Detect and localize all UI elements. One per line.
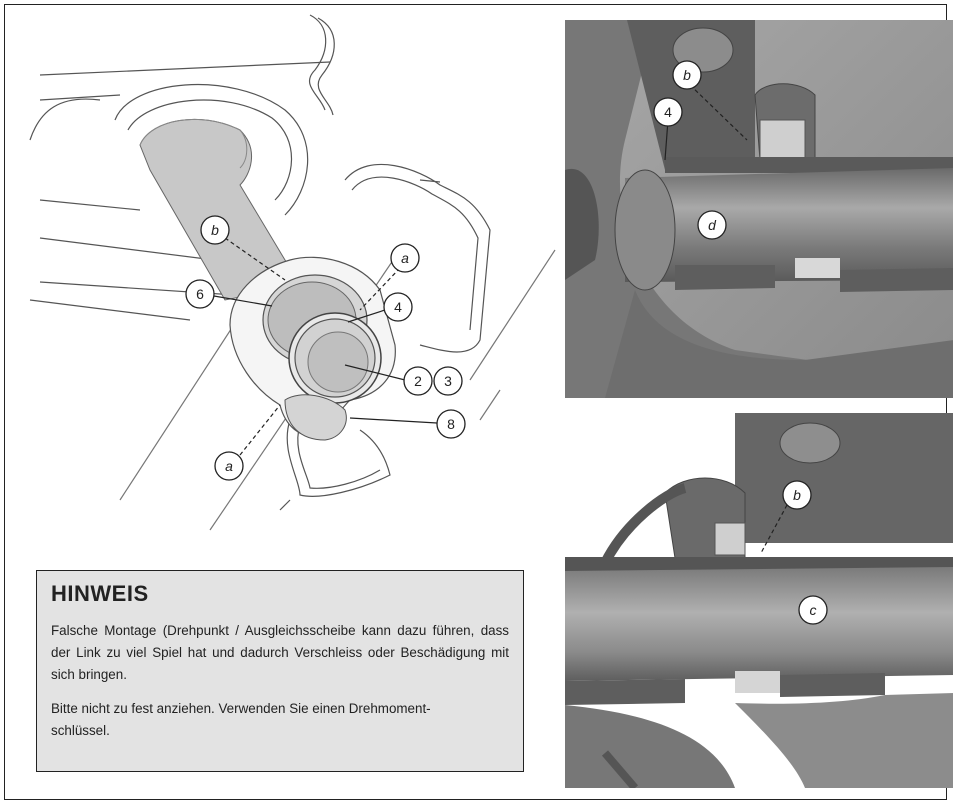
callout-b-top <box>672 60 702 90</box>
callout-b-label: b <box>211 222 219 238</box>
callout-4-top <box>653 97 683 127</box>
callout-c-label: c <box>810 602 817 618</box>
callout-3-label: 3 <box>444 373 452 389</box>
assembly-line-drawing: b a 6 4 2 3 8 a <box>29 14 556 531</box>
callout-4 <box>383 292 413 322</box>
notice-paragraph-1: Falsche Montage (Drehpunkt / Ausgleichss… <box>51 623 509 682</box>
callout-a-lower <box>214 451 244 481</box>
callout-3 <box>433 366 463 396</box>
callout-6 <box>185 279 215 309</box>
callout-6-label: 6 <box>196 286 204 302</box>
callout-b <box>200 215 230 245</box>
callout-b-top-label: b <box>683 67 691 83</box>
callout-4-label: 4 <box>394 299 402 315</box>
callout-a-label: a <box>401 250 409 266</box>
callout-2 <box>403 366 433 396</box>
callout-8 <box>436 409 466 439</box>
callout-a-lower-label: a <box>225 458 233 474</box>
callout-c <box>798 595 828 625</box>
callout-8-label: 8 <box>447 416 455 432</box>
cross-section-photo-bottom: b c <box>565 413 953 788</box>
cross-section-photo-top: b 4 d <box>565 20 953 398</box>
callout-b-bottom-label: b <box>793 487 801 503</box>
callout-4-top-label: 4 <box>664 104 672 120</box>
notice-paragraph-2: Bitte nicht zu fest anziehen. Verwenden … <box>51 701 431 738</box>
callout-d-label: d <box>708 217 717 233</box>
callout-a <box>390 243 420 273</box>
callout-2-label: 2 <box>414 373 422 389</box>
callout-d <box>697 210 727 240</box>
notice-title: HINWEIS <box>51 581 149 606</box>
callout-b-bottom <box>782 480 812 510</box>
notice-box: HINWEIS Falsche Montage (Drehpunkt / Aus… <box>36 570 524 772</box>
